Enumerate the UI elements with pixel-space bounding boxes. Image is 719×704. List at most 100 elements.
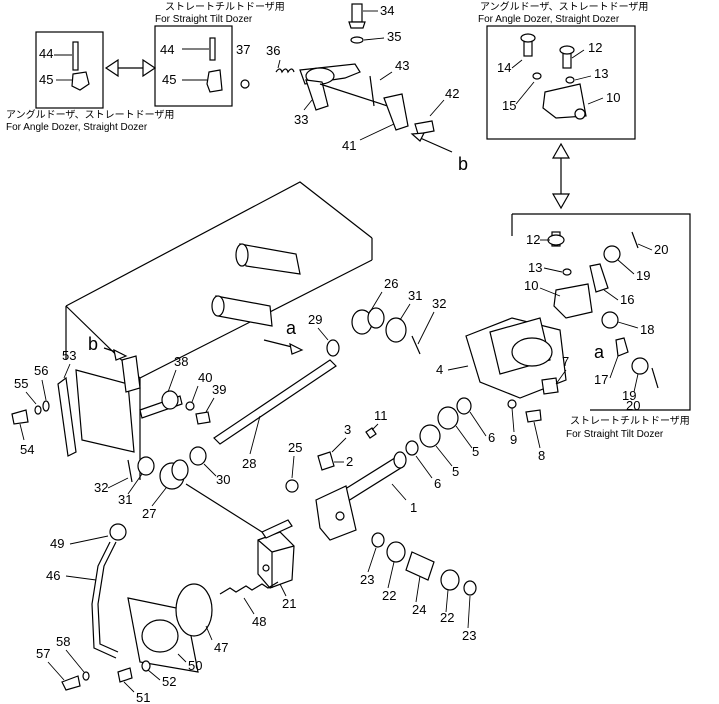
callout-26: 26: [384, 276, 398, 291]
callout-9: 9: [510, 432, 517, 447]
callout-49: 49: [50, 536, 64, 551]
callout-10: 10: [606, 90, 620, 105]
callout-42: 42: [445, 86, 459, 101]
double-arrow-left: [104, 58, 157, 78]
callout-43: 43: [395, 58, 409, 73]
callout-7: 7: [562, 354, 569, 369]
callout-17: 17: [594, 372, 608, 387]
callout-13: 13: [528, 260, 542, 275]
callout-58: 58: [56, 634, 70, 649]
callout-25: 25: [288, 440, 302, 455]
callout-39: 39: [212, 382, 226, 397]
callout-35: 35: [387, 29, 401, 44]
callout-19: 19: [636, 268, 650, 283]
view-marker-a: a: [594, 342, 605, 362]
callout-6: 6: [434, 476, 441, 491]
callout-23: 23: [360, 572, 374, 587]
callout-51: 51: [136, 690, 150, 704]
view-marker-a: a: [286, 318, 297, 338]
lower-bushings: [127, 446, 207, 490]
lever-46-assembly: [61, 523, 213, 691]
callout-46: 46: [46, 568, 60, 583]
callout-37: 37: [236, 42, 250, 57]
callout-24: 24: [412, 602, 426, 617]
callout-20: 20: [626, 398, 640, 413]
caption-angle-dozer-jp-right: アングルドーザ、ストレートドーザ用: [480, 0, 648, 13]
callout-1: 1: [410, 500, 417, 515]
callout-48: 48: [252, 614, 266, 629]
callout-12: 12: [588, 40, 602, 55]
caption-tilt-dozer-jp-right: ストレートチルトドーザ用: [570, 415, 690, 427]
callout-14: 14: [497, 60, 511, 75]
view-marker-b: b: [88, 334, 98, 354]
callout-41: 41: [342, 138, 356, 153]
plate-53: [11, 355, 211, 457]
caption-angle-dozer-jp: アングルドーザ、ストレートドーザ用: [6, 108, 174, 121]
callout-2: 2: [346, 454, 353, 469]
top-lever-assembly: [275, 3, 435, 135]
callout-47: 47: [214, 640, 228, 655]
callout-10: 10: [524, 278, 538, 293]
callout-22: 22: [382, 588, 396, 603]
callout-3: 3: [344, 422, 351, 437]
spring-48: [219, 581, 279, 595]
callout-13: 13: [594, 66, 608, 81]
bushings-5-6: [405, 397, 472, 456]
callout-8: 8: [538, 448, 545, 463]
detail-tilt-dozer-pin: [154, 25, 250, 107]
callout-16: 16: [620, 292, 634, 307]
callout-28: 28: [242, 456, 256, 471]
callout-5: 5: [452, 464, 459, 479]
callout-5: 5: [472, 444, 479, 459]
callout-18: 18: [640, 322, 654, 337]
callout-12: 12: [526, 232, 540, 247]
callout-30: 30: [216, 472, 230, 487]
lever-1: [285, 427, 407, 541]
callout-36: 36: [266, 43, 280, 58]
callout-32: 32: [94, 480, 108, 495]
detail-angle-dozer-pin: [35, 31, 104, 109]
callout-38: 38: [174, 354, 188, 369]
callout-21: 21: [282, 596, 296, 611]
callout-31: 31: [408, 288, 422, 303]
block-21: [257, 519, 295, 589]
callout-54: 54: [20, 442, 34, 457]
callout-40: 40: [198, 370, 212, 385]
callout-29: 29: [308, 312, 322, 327]
callout-55: 55: [14, 376, 28, 391]
callout-4: 4: [436, 362, 443, 377]
caption-angle-dozer-en-right: For Angle Dozer, Straight Dozer: [478, 14, 620, 25]
callout-56: 56: [34, 363, 48, 378]
callout-15: 15: [502, 98, 516, 113]
caption-tilt-dozer-en-right: For Straight Tilt Dozer: [566, 429, 664, 440]
callout-32: 32: [432, 296, 446, 311]
callout-19: 19: [622, 388, 636, 403]
callout-45: 45: [39, 72, 53, 87]
callout-6: 6: [488, 430, 495, 445]
callout-50: 50: [188, 658, 202, 673]
callout-52: 52: [162, 674, 176, 689]
detail-tilt-dozer-bracket: [465, 213, 691, 423]
pin-22-24: [371, 532, 477, 596]
callout-45: 45: [162, 72, 176, 87]
callout-20: 20: [654, 242, 668, 257]
callout-53: 53: [62, 348, 76, 363]
detail-angle-dozer-bracket: [486, 25, 636, 140]
callout-27: 27: [142, 506, 156, 521]
callout-22: 22: [440, 610, 454, 625]
callout-57: 57: [36, 646, 50, 661]
view-marker-b: b: [458, 154, 468, 174]
caption-angle-dozer-en: For Angle Dozer, Straight Dozer: [6, 122, 148, 133]
upper-bushings: [351, 307, 421, 355]
callout-31: 31: [118, 492, 132, 507]
callout-34: 34: [380, 3, 394, 18]
callout-23: 23: [462, 628, 476, 643]
caption-tilt-dozer-en: For Straight Tilt Dozer: [155, 14, 253, 25]
callout-11: 11: [374, 408, 388, 423]
callout-44: 44: [160, 42, 174, 57]
caption-tilt-dozer-jp: ストレートチルトドーザ用: [165, 1, 285, 13]
double-arrow-vertical: [551, 142, 571, 210]
rod-28: [213, 339, 340, 445]
callout-33: 33: [294, 112, 308, 127]
